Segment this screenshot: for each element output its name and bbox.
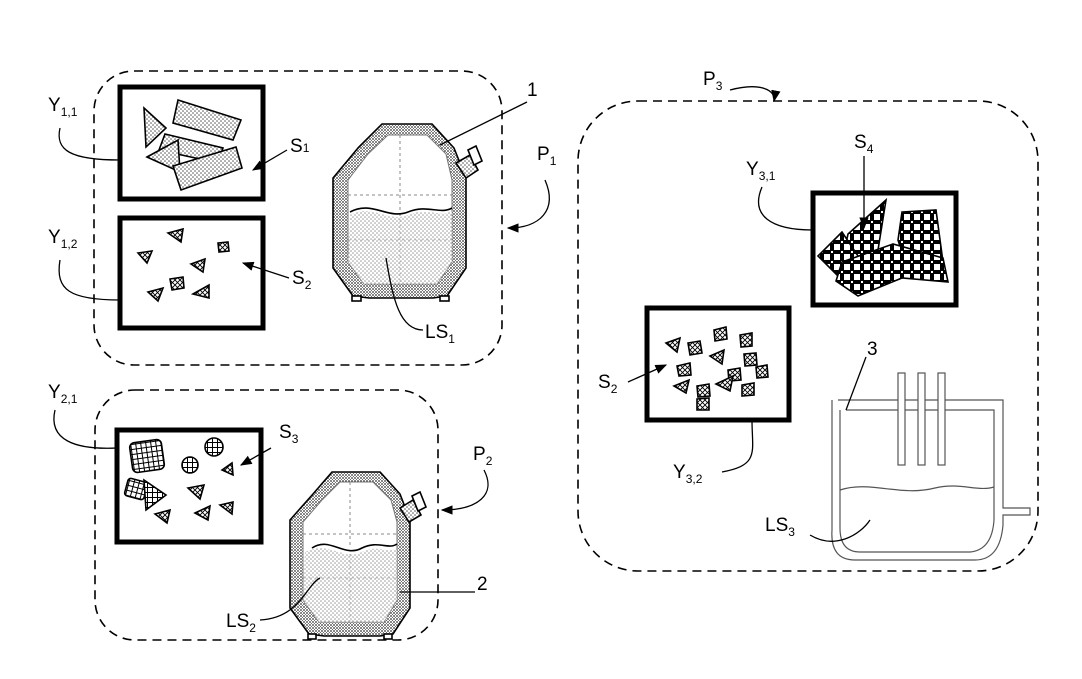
leader-y21 [53, 409, 118, 449]
arrow-s3 [239, 447, 272, 466]
process-p3-region [577, 100, 1039, 572]
arrow-s1 [251, 149, 288, 171]
leader-y12 [58, 259, 121, 301]
scrap-box-y11 [117, 84, 266, 202]
label-y11: Y1,1 [48, 95, 78, 119]
label-ls2: LS2 [226, 611, 256, 635]
leader-y32 [721, 419, 754, 473]
label-ls3: LS3 [765, 515, 795, 539]
leader-y31 [757, 186, 814, 231]
label-2: 2 [477, 574, 488, 595]
arrow-s2b [627, 364, 668, 383]
label-s2b: S2 [598, 372, 618, 396]
leader-1 [439, 101, 528, 146]
arrow-s2a [241, 261, 290, 279]
label-p2: P2 [473, 444, 493, 468]
scrap-box-y31 [810, 190, 959, 308]
leader-ls2 [259, 577, 321, 621]
leader-ls1 [385, 257, 424, 331]
label-y21: Y2,1 [48, 382, 78, 406]
leader-ls3 [809, 519, 871, 542]
label-p1: P1 [537, 144, 557, 168]
label-3: 3 [867, 339, 878, 360]
label-s4: S4 [854, 132, 874, 156]
leader-3 [845, 356, 867, 411]
label-y32: Y3,2 [673, 462, 703, 486]
furnace-3 [831, 372, 1031, 561]
furnace-2 [289, 471, 428, 640]
label-s1: S1 [290, 136, 310, 157]
arrow-p3 [729, 86, 781, 103]
scrap-box-y12 [117, 215, 266, 331]
label-y31: Y3,1 [746, 159, 776, 183]
label-p3: P3 [703, 69, 723, 93]
arrow-p1 [506, 179, 550, 233]
arrow-p2 [440, 469, 489, 515]
leader-y11 [58, 127, 121, 161]
label-s2a: S2 [292, 268, 312, 292]
process-p1-region [93, 70, 503, 366]
scrap-box-y32 [644, 305, 792, 423]
label-ls1: LS1 [425, 322, 455, 346]
process-p2-region [94, 389, 439, 641]
label-1: 1 [527, 80, 538, 101]
furnace-1 [332, 123, 484, 302]
label-s3: S3 [279, 422, 299, 446]
label-y12: Y1,2 [48, 227, 78, 251]
scrap-box-y21 [114, 427, 264, 545]
